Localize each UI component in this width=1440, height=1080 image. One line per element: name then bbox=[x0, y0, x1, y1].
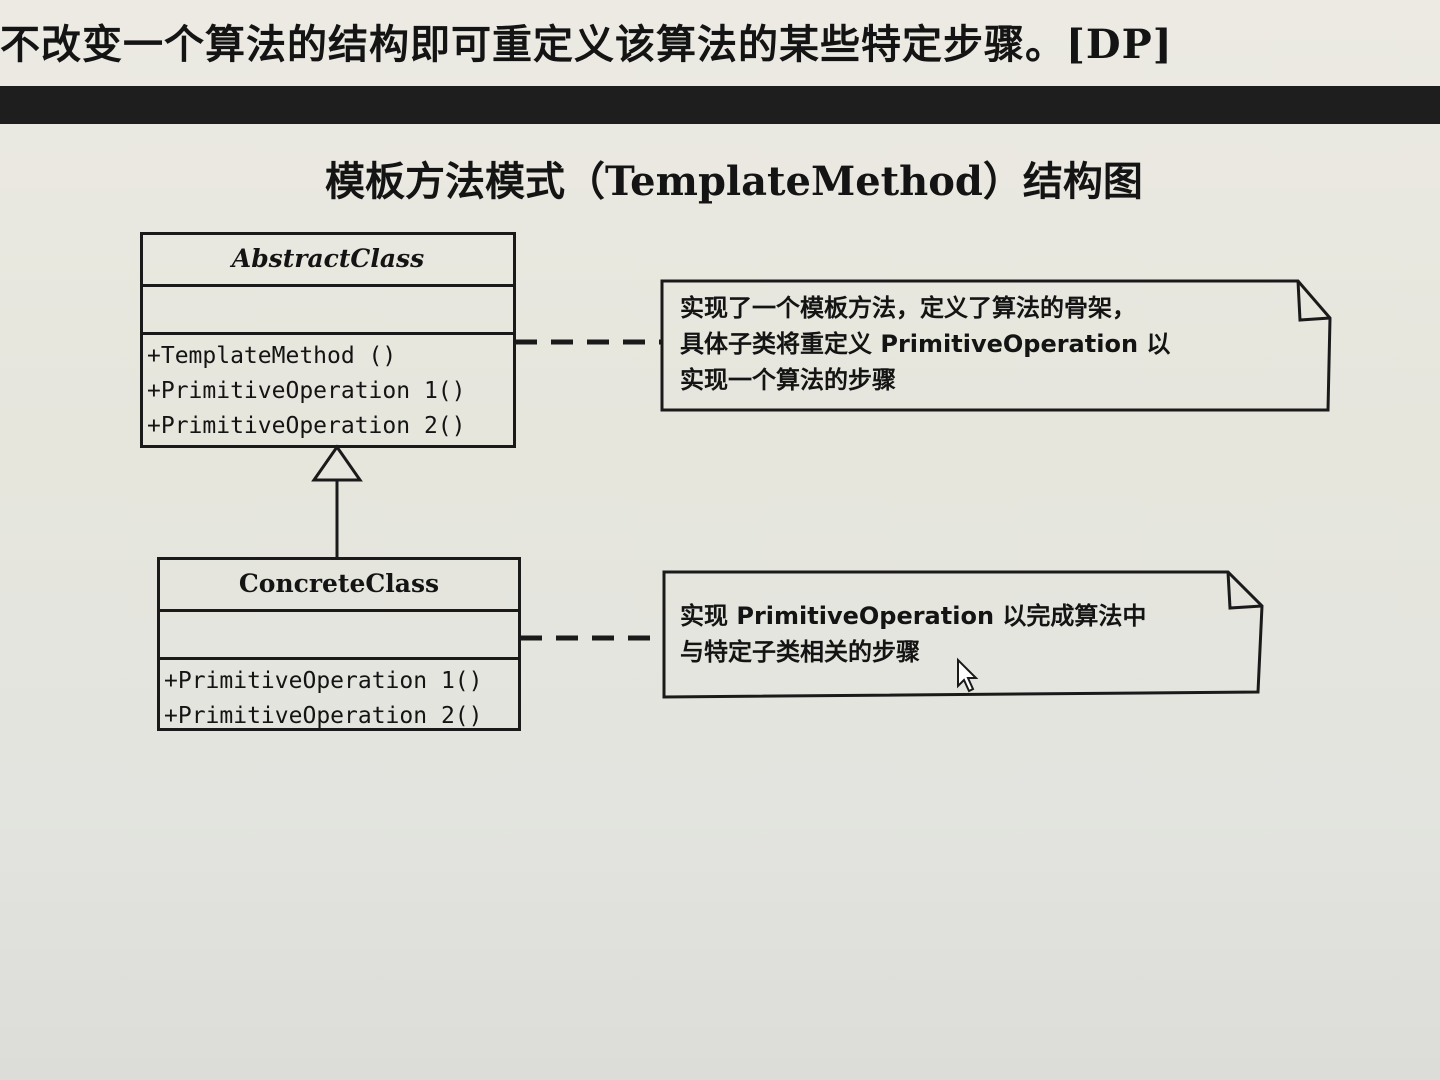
note-concrete-shape bbox=[662, 570, 1264, 699]
header-text: 不改变一个算法的结构即可重定义该算法的某些特定步骤。[DP] bbox=[0, 21, 1173, 68]
header-divider-bar bbox=[0, 86, 1440, 124]
operation-item: +TemplateMethod () bbox=[147, 343, 397, 369]
concrete-class-name: ConcreteClass bbox=[160, 560, 518, 612]
abstract-class-box: AbstractClass +TemplateMethod () +Primit… bbox=[140, 232, 516, 448]
inheritance-arrowhead bbox=[311, 444, 363, 482]
cursor-icon bbox=[957, 657, 979, 693]
concrete-class-attributes bbox=[160, 612, 518, 660]
abstract-class-name: AbstractClass bbox=[143, 235, 513, 287]
note-concrete-fold bbox=[1226, 571, 1263, 610]
note-abstract-fold bbox=[1296, 280, 1331, 322]
operation-item: +PrimitiveOperation 2() bbox=[147, 413, 466, 439]
operation-item: +PrimitiveOperation 1() bbox=[147, 378, 466, 404]
abstract-class-operations: +TemplateMethod () +PrimitiveOperation 1… bbox=[143, 335, 513, 444]
abstract-class-attributes bbox=[143, 287, 513, 335]
note-line: 具体子类将重定义 PrimitiveOperation 以 bbox=[680, 330, 1171, 358]
note-line: 实现了一个模板方法，定义了算法的骨架， bbox=[680, 294, 1136, 322]
concrete-class-operations: +PrimitiveOperation 1() +PrimitiveOperat… bbox=[160, 660, 518, 734]
note-line: 与特定子类相关的步骤 bbox=[680, 638, 920, 666]
operation-item: +PrimitiveOperation 1() bbox=[164, 668, 483, 694]
note-abstract-shape bbox=[660, 279, 1332, 412]
note-line: 实现一个算法的步骤 bbox=[680, 366, 896, 394]
diagram-title: 模板方法模式（TemplateMethod）结构图 bbox=[325, 158, 1143, 205]
concrete-class-box: ConcreteClass +PrimitiveOperation 1() +P… bbox=[157, 557, 521, 731]
note-line: 实现 PrimitiveOperation 以完成算法中 bbox=[680, 602, 1147, 630]
note-concrete-text: 实现 PrimitiveOperation 以完成算法中 与特定子类相关的步骤 bbox=[680, 598, 1146, 670]
note-abstract-text: 实现了一个模板方法，定义了算法的骨架， 具体子类将重定义 PrimitiveOp… bbox=[680, 290, 1170, 398]
operation-item: +PrimitiveOperation 2() bbox=[164, 703, 483, 729]
